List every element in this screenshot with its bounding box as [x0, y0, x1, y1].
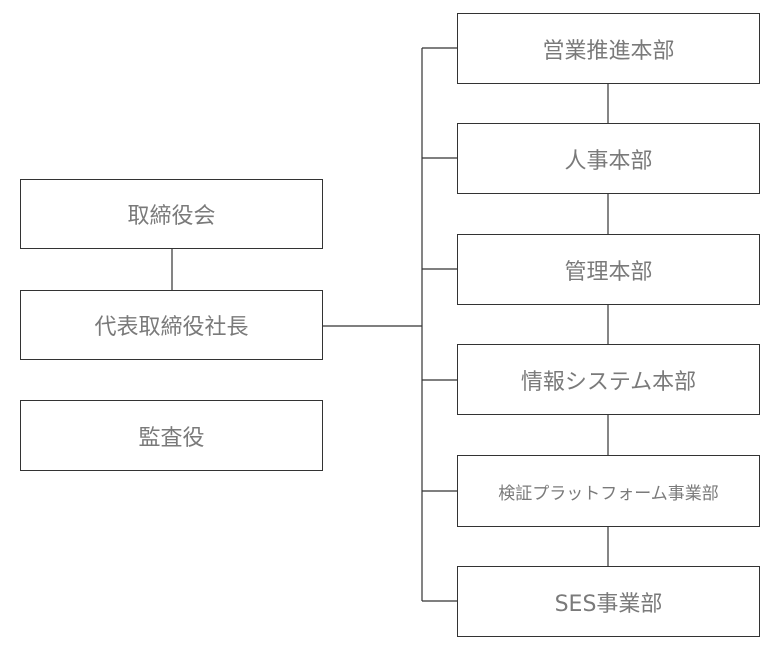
department-box-ses: SES事業部 — [457, 566, 760, 637]
department-label: 情報システム本部 — [520, 369, 697, 395]
president-label: 代表取締役社長 — [94, 315, 249, 340]
auditor-label: 監査役 — [138, 425, 205, 451]
department-label: 検証プラットフォーム事業部 — [498, 483, 719, 504]
department-box-hr: 人事本部 — [457, 123, 760, 194]
board-of-directors-label: 取締役会 — [127, 204, 216, 229]
department-label: 営業推進本部 — [542, 38, 675, 64]
auditor-box: 監査役 — [20, 400, 323, 471]
president-box: 代表取締役社長 — [20, 290, 323, 360]
department-box-administration: 管理本部 — [457, 234, 760, 305]
board-of-directors-box: 取締役会 — [20, 179, 323, 249]
department-label: 管理本部 — [564, 259, 653, 285]
department-box-sales-promotion: 営業推進本部 — [457, 13, 760, 84]
department-box-verification-platform: 検証プラットフォーム事業部 — [457, 455, 760, 527]
department-label: 人事本部 — [564, 148, 653, 174]
department-label: SES事業部 — [554, 591, 663, 617]
department-box-information-systems: 情報システム本部 — [457, 344, 760, 415]
